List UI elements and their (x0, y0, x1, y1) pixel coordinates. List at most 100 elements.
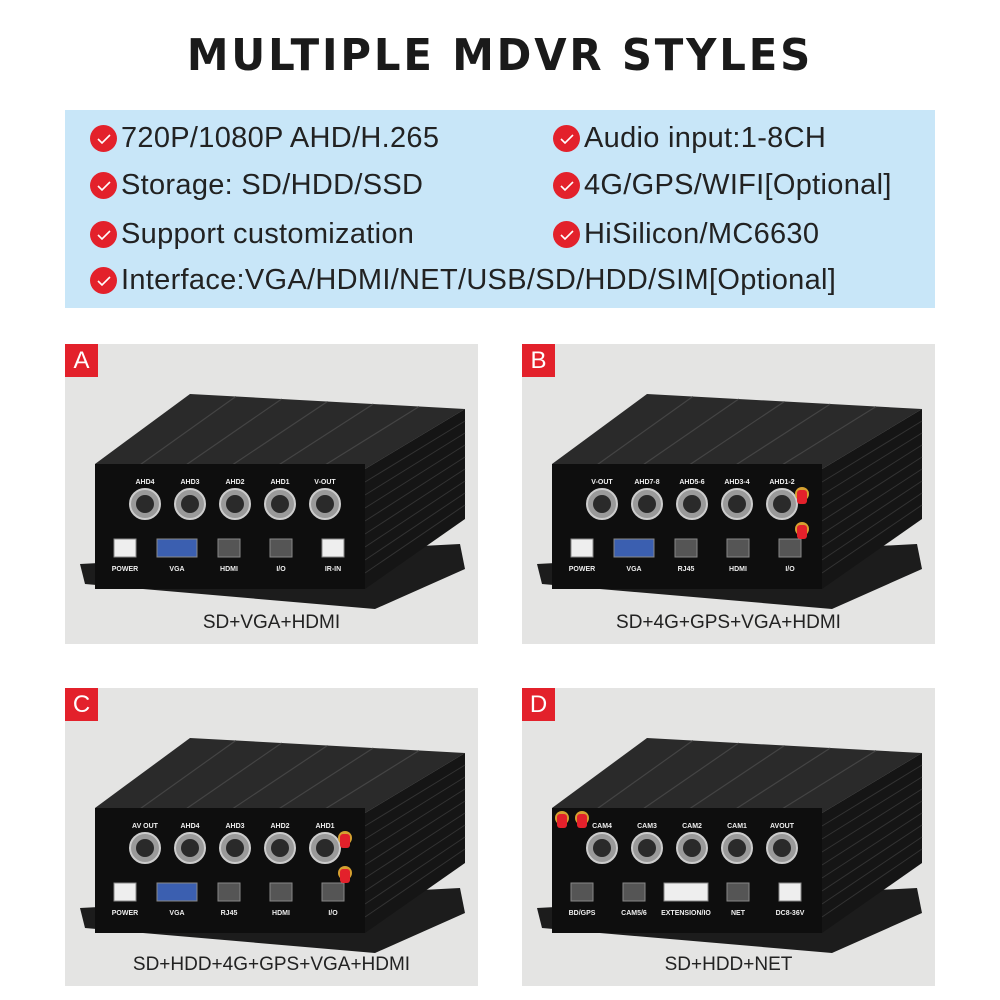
connector-core (728, 839, 746, 857)
port-socket (156, 538, 198, 558)
heatsink-fin (274, 403, 374, 468)
port-socket (570, 882, 594, 902)
side-fin (821, 776, 923, 840)
port-socket (663, 882, 709, 902)
connector-core (181, 495, 199, 513)
product-caption: SD+VGA+HDMI (202, 612, 341, 633)
side-fin (364, 836, 466, 905)
heatsink-fin (184, 398, 283, 467)
case-top (95, 738, 465, 813)
port-label: IR-IN (325, 566, 341, 573)
port-label: V-OUT (591, 479, 613, 486)
side-fin (364, 800, 466, 866)
side-fin (821, 824, 923, 892)
case-top (552, 738, 922, 813)
feature-item: 4G/GPS/WIFI[Optional] (553, 169, 892, 202)
connector-core (181, 839, 199, 857)
heatsink-fin (596, 396, 694, 466)
connector-core (638, 495, 656, 513)
antenna-cap (340, 869, 350, 883)
port-label: AHD2 (270, 823, 289, 830)
product-caption: SD+HDD+NET (664, 954, 793, 975)
port-socket (156, 882, 198, 902)
features-box: 720P/1080P AHD/H.265 Audio input:1-8CH S… (65, 110, 935, 308)
port-socket (778, 538, 802, 558)
port-socket (321, 882, 345, 902)
port-socket (570, 538, 594, 558)
port-socket (217, 538, 241, 558)
port-socket (321, 538, 345, 558)
side-fin (821, 800, 923, 866)
side-fin (821, 504, 923, 574)
port-label: AHD1 (270, 479, 289, 486)
connector-core (136, 495, 154, 513)
side-fin (821, 764, 923, 827)
connector-core (226, 495, 244, 513)
feature-text: HiSilicon/MC6630 (584, 218, 820, 250)
product-caption: SD+HDD+4G+GPS+VGA+HDMI (132, 954, 411, 975)
case-front (552, 808, 822, 933)
check-circle-icon (553, 125, 580, 152)
heatsink-fin (731, 747, 831, 812)
feature-text: Storage: SD/HDD/SSD (121, 169, 424, 201)
side-fin (821, 456, 923, 522)
heatsink-fin (229, 401, 328, 467)
port-socket (778, 882, 802, 902)
side-fin (364, 848, 466, 918)
port-label: AHD1 (315, 823, 334, 830)
port-label: AHD4 (135, 479, 154, 486)
heatsink-fin (776, 749, 877, 813)
heatsink-fin (139, 396, 237, 466)
port-label: AHD4 (180, 823, 199, 830)
port-label: VGA (626, 566, 641, 573)
side-fin (821, 836, 923, 905)
case-side (822, 409, 922, 589)
port-label: POWER (112, 910, 138, 917)
connector-core (683, 839, 701, 857)
port-label: V-OUT (314, 479, 336, 486)
case-side (365, 753, 465, 933)
connector-core (316, 495, 334, 513)
port-label: CAM2 (682, 823, 702, 830)
check-circle-icon (90, 221, 117, 248)
port-label: CAM1 (727, 823, 747, 830)
check-circle-icon (553, 221, 580, 248)
port-socket (113, 538, 137, 558)
side-fin (364, 788, 466, 853)
page-title: MULTIPLE MDVR STYLES (186, 30, 814, 81)
port-label: VGA (169, 910, 184, 917)
heatsink-fin (641, 398, 740, 467)
feature-text: Audio input:1-8CH (584, 122, 827, 154)
product-letter-badge: B (522, 344, 555, 377)
port-label: AV OUT (132, 823, 159, 830)
product-letter-badge: D (522, 688, 555, 721)
port-socket (613, 538, 655, 558)
port-socket (269, 882, 293, 902)
side-fin (364, 432, 466, 496)
feature-text: 720P/1080P AHD/H.265 (121, 122, 440, 154)
antenna-cap (557, 814, 567, 828)
port-label: EXTENSION/IO (661, 910, 711, 917)
port-label: BD/GPS (569, 910, 596, 917)
connector-core (773, 839, 791, 857)
side-fin (821, 492, 923, 561)
heatsink-fin (139, 740, 237, 810)
feature-text: Interface:VGA/HDMI/NET/USB/SD/HDD/SIM[Op… (121, 264, 837, 296)
port-label: AHD5-6 (679, 479, 704, 486)
antenna-cap (797, 490, 807, 504)
port-label: AVOUT (770, 823, 795, 830)
connector-core (271, 839, 289, 857)
feature-text: 4G/GPS/WIFI[Optional] (584, 169, 892, 201)
connector-core (226, 839, 244, 857)
feature-item: 720P/1080P AHD/H.265 (90, 122, 439, 155)
side-fin (364, 444, 466, 509)
side-fin (364, 776, 466, 840)
side-fin (364, 420, 466, 483)
connector-core (316, 839, 334, 857)
case-top (95, 394, 465, 469)
